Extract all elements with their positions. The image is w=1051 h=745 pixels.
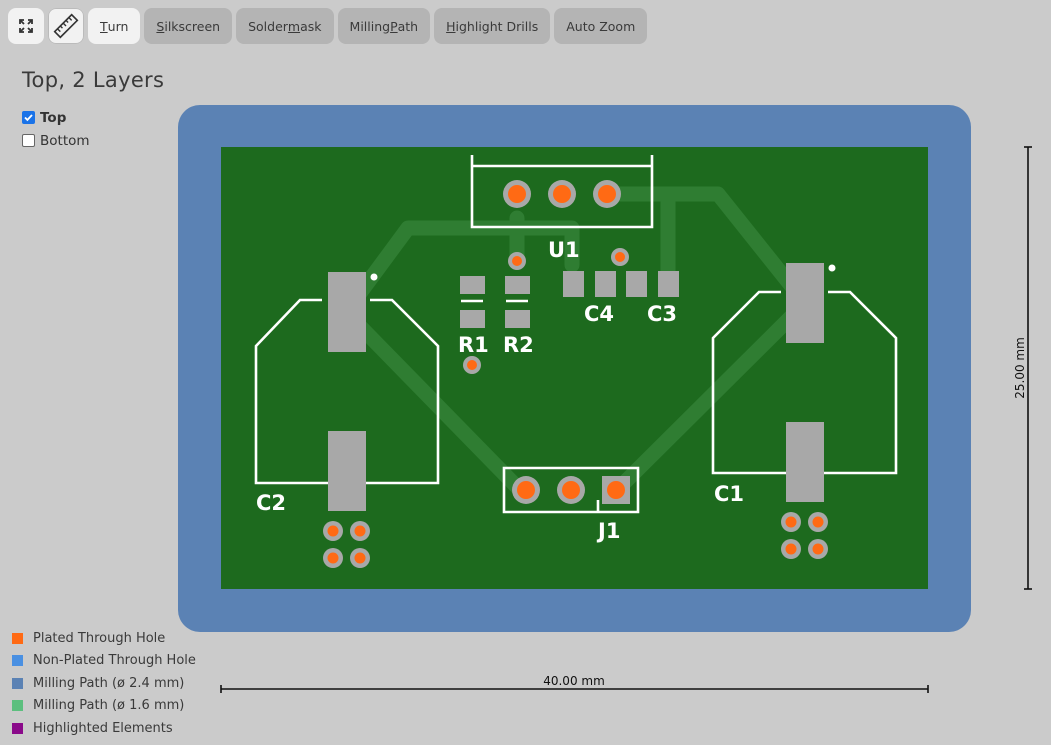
c4-pad-1 — [563, 271, 584, 297]
legend-swatch-milling-16 — [12, 700, 23, 712]
layer-bottom-toggle[interactable]: Bottom — [22, 129, 90, 152]
legend-label-highlighted: Highlighted Elements — [33, 720, 173, 736]
auto-zoom-button[interactable]: Auto Zoom — [554, 8, 648, 44]
u1-hole-1 — [508, 185, 526, 203]
expand-icon — [19, 19, 33, 33]
height-dimension — [1024, 146, 1032, 590]
legend-swatch-milling-24 — [12, 677, 23, 689]
layer-top-checkbox[interactable] — [22, 111, 35, 124]
legend-label-plated: Plated Through Hole — [33, 630, 166, 646]
smd-pads — [328, 263, 824, 511]
r1-pad-1 — [460, 276, 485, 294]
legend-item-highlighted: Highlighted Elements — [12, 717, 196, 740]
width-dimension-label: 40.00 mm — [543, 674, 605, 688]
legend-label-milling-24: Milling Path (ø 2.4 mm) — [33, 675, 185, 691]
legend: Plated Through Hole Non-Plated Through H… — [12, 627, 196, 740]
milling-path-label-pre: Milling — [349, 18, 391, 34]
legend-swatch-plated — [12, 632, 23, 644]
checkmark-icon — [24, 114, 33, 122]
legend-swatch-highlighted — [12, 722, 23, 734]
u1-hole-2 — [553, 185, 571, 203]
c1-pad-1 — [786, 263, 824, 343]
legend-swatch-non-plated — [12, 655, 23, 667]
label-c2: C2 — [256, 491, 286, 515]
c1-polarity-dot — [828, 264, 836, 272]
label-c4: C4 — [584, 302, 614, 326]
c2-outline — [254, 298, 440, 485]
width-dimension — [220, 685, 929, 693]
label-r1: R1 — [458, 333, 489, 357]
c2-pad-1 — [328, 272, 366, 352]
layer-top-label: Top — [40, 109, 67, 126]
u1-hole-3 — [598, 185, 616, 203]
c2-pad-2 — [328, 431, 366, 511]
copper-traces — [338, 186, 813, 498]
ref-designators: U1 R1 R2 C4 C3 C2 C1 J1 — [256, 238, 744, 543]
c3-pad-2 — [658, 271, 679, 297]
label-c1: C1 — [714, 482, 744, 506]
soldermask-label-post: ask — [300, 18, 322, 34]
legend-item-milling-16: Milling Path (ø 1.6 mm) — [12, 695, 196, 718]
layer-list: Top Bottom — [22, 106, 90, 152]
legend-label-non-plated: Non-Plated Through Hole — [33, 653, 196, 669]
c3-pad-1 — [626, 271, 647, 297]
r1-pad-2 — [460, 310, 485, 328]
legend-item-non-plated: Non-Plated Through Hole — [12, 650, 196, 673]
label-u1: U1 — [548, 238, 580, 262]
label-c3: C3 — [647, 302, 677, 326]
milling-path-label-key: P — [390, 18, 398, 34]
legend-item-plated: Plated Through Hole — [12, 627, 196, 650]
measure-button[interactable] — [48, 8, 84, 44]
silkscreen-label-key: S — [156, 18, 165, 34]
via-3 — [615, 252, 625, 262]
label-r2: R2 — [503, 333, 534, 357]
silkscreen-label-post: ilkscreen — [164, 18, 221, 34]
c4-pad-2 — [595, 271, 616, 297]
soldermask-label-pre: Solder — [248, 18, 288, 34]
u1-outline — [470, 155, 654, 229]
via-2 — [467, 360, 477, 370]
via-1 — [512, 256, 522, 266]
ruler-icon — [53, 13, 79, 39]
j1-outline — [502, 466, 640, 514]
c1-outline — [711, 290, 898, 475]
turn-label-post: urn — [107, 18, 129, 34]
soldermask-label-key: m — [287, 18, 301, 34]
c1-pad-2 — [786, 422, 824, 502]
j1-hole-3 — [607, 481, 625, 499]
auto-zoom-label: Auto Zoom — [566, 18, 636, 34]
layer-top-toggle[interactable]: Top — [22, 106, 90, 129]
legend-label-milling-16: Milling Path (ø 1.6 mm) — [33, 698, 185, 714]
c2-polarity-dot — [370, 273, 378, 281]
height-dimension-label: 25.00 mm — [1013, 337, 1027, 399]
layer-bottom-checkbox[interactable] — [22, 134, 35, 147]
milling-path-outline — [178, 105, 971, 632]
turn-label-key: T — [100, 18, 108, 34]
legend-item-milling-24: Milling Path (ø 2.4 mm) — [12, 672, 196, 695]
r2-pad-2 — [505, 310, 530, 328]
j1-hole-1 — [517, 481, 535, 499]
layer-bottom-label: Bottom — [40, 132, 90, 149]
highlight-drills-label-post: ighlight Drills — [455, 18, 539, 34]
fullscreen-button[interactable] — [8, 8, 44, 44]
label-j1: J1 — [596, 519, 620, 543]
highlight-drills-label-key: H — [446, 18, 456, 34]
r2-pad-1 — [505, 276, 530, 294]
milling-path-label-post: ath — [397, 18, 419, 34]
silkscreen-layer — [254, 155, 898, 514]
j1-hole-2 — [562, 481, 580, 499]
plated-through-holes — [323, 180, 828, 568]
view-title: Top, 2 Layers — [22, 68, 165, 92]
board-top-layer — [221, 147, 928, 589]
